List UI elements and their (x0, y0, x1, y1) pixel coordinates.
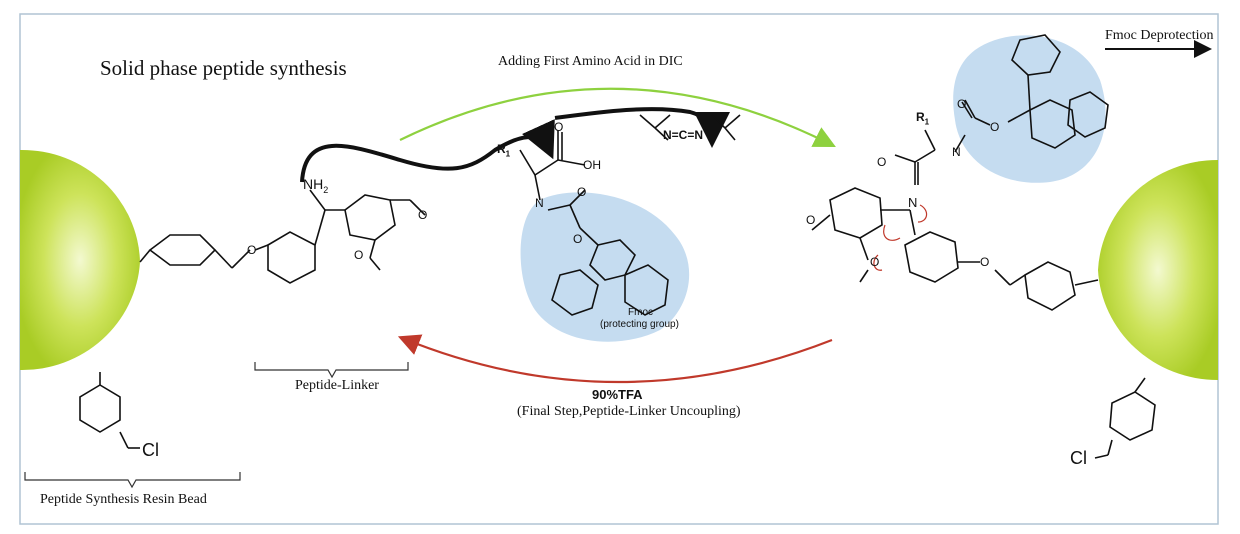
mechanism-arrow-1 (300, 119, 555, 183)
forward-step-label: Adding First Amino Acid in DIC (498, 54, 683, 69)
amine-label: NH2 (303, 176, 329, 195)
r1-label-right: R1 (916, 110, 930, 127)
hydroxyl-label: OH (583, 158, 601, 172)
left-structure (79, 114, 741, 449)
fmoc-sublabel: (protecting group) (600, 319, 679, 330)
electron-push-arrows (873, 204, 928, 271)
fmoc-label: Fmoc (628, 307, 653, 318)
carbonyl-o-right-label: O (877, 155, 887, 169)
chloride-label-right: Cl (1070, 448, 1087, 468)
reverse-arrow (397, 334, 833, 384)
mechanism-arrow-2 (554, 107, 730, 148)
deprotection-label: Fmoc Deprotection (1105, 28, 1214, 43)
carbamate-o-right-label: O (957, 97, 967, 111)
amide-n-label: N (535, 196, 544, 210)
linker-n-right-label: N (908, 195, 918, 210)
methoxy-o2-right-label: O (870, 255, 880, 269)
carbamate-o-label: O (577, 185, 587, 199)
fmoc-highlight-center (520, 192, 690, 342)
linker-label: Peptide-Linker (295, 378, 379, 393)
right-structure (811, 34, 1156, 459)
tfa-label: 90%TFA (592, 387, 643, 402)
page-title: Solid phase peptide synthesis (100, 56, 347, 80)
cleavage-description: (Final Step,Peptide-Linker Uncoupling) (517, 404, 741, 419)
amide-n-right-label: N (952, 145, 961, 159)
ester-o-right-label: O (990, 120, 1000, 134)
ester-o-label: O (573, 232, 583, 246)
methoxy-o-label: O (418, 208, 428, 222)
ether-o-right-label: O (980, 255, 990, 269)
linker-brace (254, 362, 409, 379)
dic-label: N=C=N (663, 128, 704, 142)
chloride-label-left: Cl (142, 440, 159, 460)
right-resin-bead-body (1098, 159, 1218, 381)
bead-label: Peptide Synthesis Resin Bead (40, 492, 207, 507)
methoxy-o2-label: O (354, 248, 364, 262)
forward-arrow (399, 87, 836, 147)
bead-brace (24, 472, 241, 489)
left-resin-bead-body (20, 149, 140, 371)
ether-o-label: O (247, 243, 257, 257)
carbonyl-o-label: O (554, 120, 564, 134)
r1-label: R1 (497, 142, 511, 159)
methoxy-o-right-label: O (806, 213, 816, 227)
